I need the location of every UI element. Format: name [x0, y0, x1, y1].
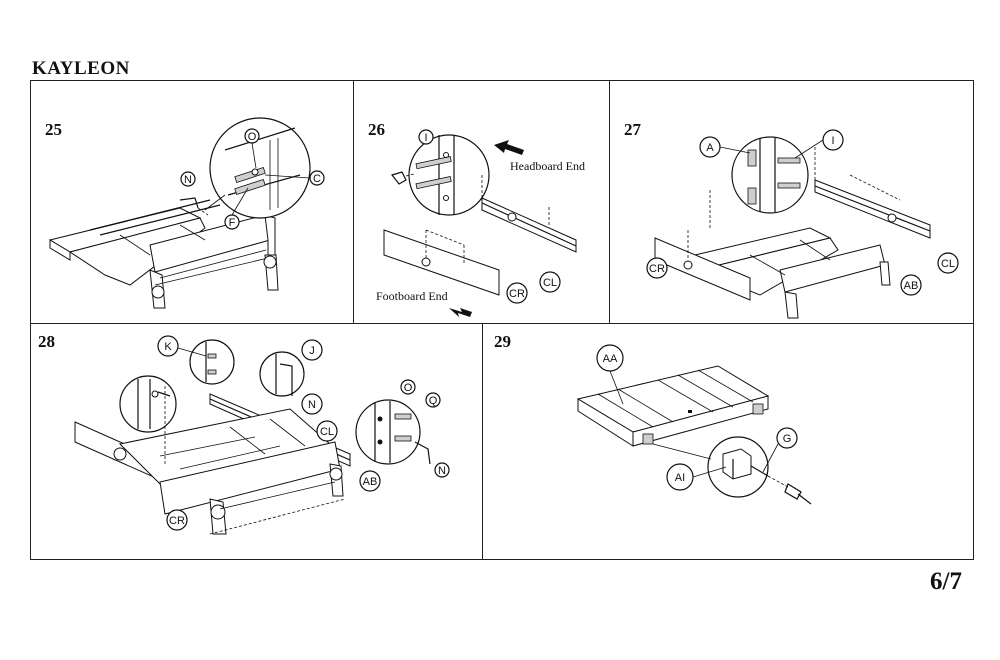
label-Q: Q — [429, 395, 438, 407]
document-title: KAYLEON — [32, 58, 130, 79]
rail-CR-27 — [654, 237, 751, 301]
label-circle-I-26 — [418, 129, 434, 145]
divider-25-26 — [353, 80, 354, 323]
label-AA: AA — [603, 353, 618, 365]
label-CL-28: CL — [320, 426, 334, 438]
footboard-end-label: Footboard End — [376, 289, 448, 303]
detail-circle-28-left — [119, 375, 177, 433]
label-O: O — [248, 131, 257, 143]
instruction-frame — [30, 80, 974, 560]
divider-26-27 — [609, 80, 610, 323]
detail-circle-28-far — [355, 399, 421, 465]
footboard-arrow — [449, 308, 472, 317]
label-N: N — [184, 174, 192, 186]
step-27-illustration: A I CR CL AB — [646, 129, 959, 319]
label-C: C — [313, 173, 321, 185]
headboard-arrow — [494, 140, 524, 155]
label-CR-28: CR — [169, 515, 185, 527]
detail-contents-28-far — [374, 401, 412, 463]
label-circle-K — [157, 335, 179, 357]
label-circle-G — [776, 427, 798, 449]
detail-contents-29 — [722, 448, 769, 480]
step-25-illustration: N O C F — [48, 117, 325, 309]
detail-circle-25 — [209, 117, 311, 219]
step-26-number: 26 — [368, 120, 385, 139]
label-AB-28: AB — [363, 476, 378, 488]
label-N-28a: N — [308, 399, 316, 411]
label-AI: AI — [675, 472, 685, 484]
label-CR-26: CR — [509, 288, 525, 300]
label-K: K — [164, 341, 172, 353]
label-I-27: I — [831, 135, 834, 147]
row-divider — [30, 323, 974, 324]
allen-key-26 — [390, 171, 415, 185]
allen-key-28 — [414, 441, 431, 465]
label-circle-CR-26 — [506, 282, 528, 304]
detail-circle-28-mid — [189, 339, 235, 385]
detail-circle-28-right — [259, 351, 305, 397]
label-circle-O-28 — [400, 379, 416, 395]
allen-key-N-25 — [179, 197, 209, 216]
detail-circle-26 — [408, 134, 490, 216]
label-circle-CL-27 — [937, 252, 959, 274]
detail-contents-27 — [747, 138, 801, 212]
label-I-26: I — [424, 132, 427, 144]
step-26-illustration: I Headboard End Footboard End CR CL — [376, 129, 585, 317]
detail-contents-28-right — [275, 354, 293, 396]
step-27-number: 27 — [624, 120, 641, 139]
label-O-28: O — [404, 382, 413, 394]
label-F: F — [229, 217, 236, 229]
step-29-number: 29 — [494, 332, 511, 351]
label-circle-Q — [425, 392, 441, 408]
detail-contents-26 — [415, 135, 455, 215]
label-circle-N-28a — [301, 393, 323, 415]
allen-key-29 — [767, 475, 812, 505]
label-circle-AB-28 — [359, 470, 381, 492]
label-circle-CL-26 — [539, 271, 561, 293]
detail-circle-27 — [731, 136, 809, 214]
label-CL-26: CL — [543, 277, 557, 289]
label-circle-AB-27 — [900, 274, 922, 296]
label-circle-J — [301, 339, 323, 361]
step-28-number: 28 — [38, 332, 55, 351]
bed-frame-28 — [74, 384, 351, 535]
label-N-28b: N — [438, 465, 446, 477]
step-28-illustration: K J N CL AB CR O — [74, 335, 450, 535]
bed-frame-25 — [48, 199, 279, 309]
page-number: 6/7 — [930, 568, 962, 595]
step-29-illustration: AA G AI — [576, 344, 812, 505]
label-A: A — [706, 142, 714, 154]
step-25-number: 25 — [45, 120, 62, 139]
detail-contents-28-left — [137, 379, 171, 429]
detail-contents-28-mid — [205, 342, 217, 382]
label-circle-N-28b — [434, 462, 450, 478]
label-CR-27: CR — [649, 263, 665, 275]
label-circle-CR-28 — [166, 509, 188, 531]
label-G: G — [783, 433, 792, 445]
label-circle-CL-28 — [316, 420, 338, 442]
detail-contents-25 — [224, 127, 301, 210]
label-CL-27: CL — [941, 258, 955, 270]
footboard-rail-26 — [383, 229, 500, 296]
label-circle-N — [180, 171, 196, 187]
headboard-end-label: Headboard End — [510, 159, 585, 173]
label-J: J — [309, 345, 315, 357]
label-AB-27: AB — [904, 280, 919, 292]
label-circle-CR-27 — [646, 257, 668, 279]
mattress-platform-29 — [576, 365, 770, 447]
divider-28-29 — [482, 323, 483, 560]
